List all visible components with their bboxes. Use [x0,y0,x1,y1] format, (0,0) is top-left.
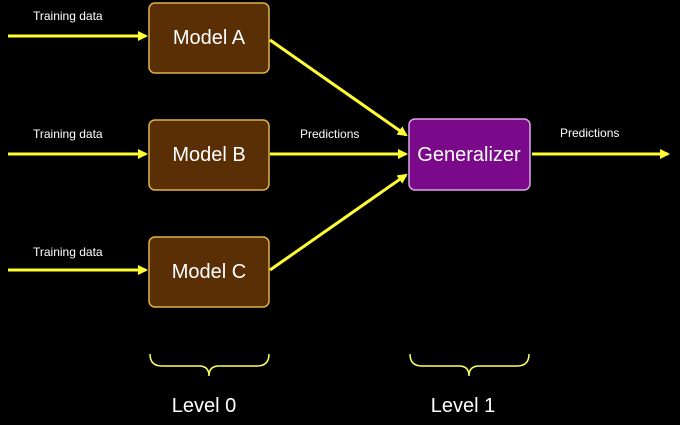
output-label: Predictions [560,126,619,140]
model-c-box: Model C [148,236,270,308]
prediction-arrow-a [269,38,408,137]
level-0-label: Level 0 [172,395,237,417]
level-1-brace [409,353,530,377]
level-0-brace [149,353,270,377]
generalizer-box: Generalizer [408,118,531,191]
predictions-label: Predictions [300,127,359,141]
prediction-arrow-c [269,173,408,272]
level-1-label: Level 1 [431,395,496,417]
model-a-label: Model A [173,27,246,49]
input-label-c: Training data [33,245,103,259]
model-c-label: Model C [172,261,246,283]
input-label-a: Training data [33,9,103,23]
model-b-box: Model B [148,119,270,191]
model-b-label: Model B [172,144,245,166]
generalizer-label: Generalizer [417,144,521,166]
input-label-b: Training data [33,127,103,141]
model-a-box: Model A [148,2,270,74]
